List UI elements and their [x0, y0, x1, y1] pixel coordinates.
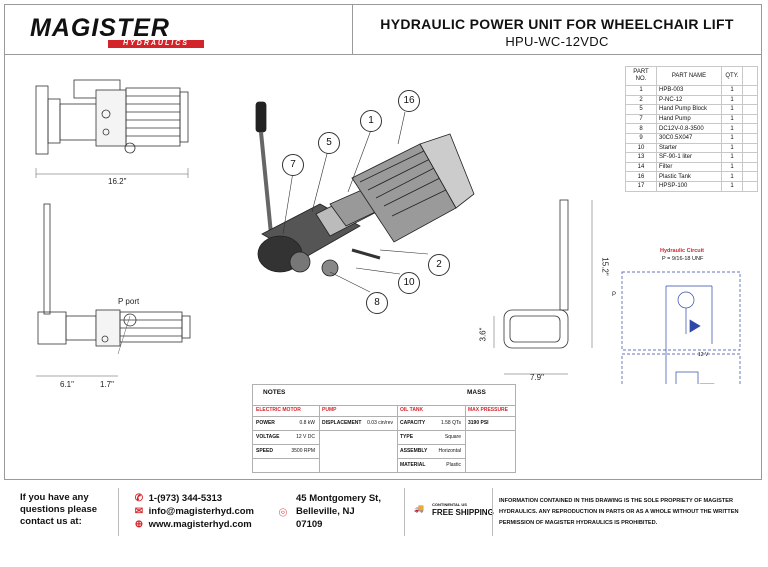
email-link[interactable]: ✉ info@magisterhyd.com [132, 505, 254, 518]
header-logo-area [4, 4, 353, 55]
dim-height: 15.2" [600, 257, 610, 276]
callout-bubble: 5 [318, 132, 340, 154]
hydraulic-circuit [621, 271, 741, 384]
footer-divider [492, 488, 493, 536]
top-view [35, 79, 189, 178]
footer-disclaimer: INFORMATION CONTAINED IN THIS DRAWING IS… [499, 498, 739, 526]
pump-header: PUMP [319, 405, 397, 417]
logo-wordmark: MAGISTER [30, 14, 170, 42]
dim-width: 6.1" [60, 380, 74, 389]
circuit-subtitle: P = 9/16-18 UNF [662, 256, 704, 262]
location-pin-icon: ⌾ [278, 504, 288, 520]
footer-question: If you have any questions please contact… [20, 492, 98, 527]
spec-notes-row: NOTES MASS [253, 385, 515, 406]
drawing-title: HYDRAULIC POWER UNIT FOR WHEELCHAIR LIFT [380, 16, 734, 32]
phone-link[interactable]: ✆ 1-(973) 344-5313 [132, 492, 254, 505]
callout-bubble: 7 [282, 154, 304, 176]
side-view [493, 199, 593, 375]
footer-divider [404, 488, 405, 536]
dim-side: 3.6" [478, 327, 488, 342]
isometric-view [255, 101, 475, 277]
callout-bubble: 16 [398, 90, 420, 112]
shipping-region: CONTINENTAL US [432, 502, 467, 507]
drawing-model: HPU-WC-12VDC [505, 34, 609, 49]
company-logo: MAGISTER HYDRAULICS [30, 14, 204, 48]
callout-leaders [282, 111, 429, 293]
pressure-header: MAX PRESSURE [465, 405, 515, 417]
dim-depth: 7.9" [530, 373, 544, 382]
footer: If you have any questions please contact… [0, 482, 768, 541]
circuit-title: Hydraulic Circuit [660, 248, 705, 254]
motor-header: ELECTRIC MOTOR [253, 405, 319, 417]
shipping-label: FREE SHIPPING [432, 508, 494, 517]
callout-bubble: 2 [428, 254, 450, 276]
footer-contacts: ✆ 1-(973) 344-5313 ✉ info@magisterhyd.co… [132, 492, 254, 551]
port-label: P port [118, 297, 140, 306]
technical-drawing [35, 79, 741, 384]
p-label: P [612, 292, 617, 298]
globe-icon: ⊕ [134, 519, 144, 530]
mass-label: MASS [467, 389, 486, 396]
phone-icon: ✆ [134, 493, 144, 504]
drawing-frame [4, 4, 762, 480]
logo-subtitle: HYDRAULICS [108, 40, 204, 48]
tank-header: OIL TANK [397, 405, 465, 417]
footer-divider [118, 488, 119, 536]
col-qty: QTY. [721, 66, 743, 86]
callout-bubble: 1 [360, 110, 382, 132]
dim-length: 16.2" [108, 177, 127, 186]
pressure-value: 3190 PSI [465, 417, 515, 431]
callout-bubble: 8 [366, 292, 388, 314]
web-link[interactable]: ⊕ www.magisterhyd.com [132, 518, 254, 531]
parts-table-header: PART NO. PART NAME QTY. [625, 66, 758, 86]
col-part-no: PART NO. [625, 66, 657, 86]
footer-address: 45 Montgomery St, Belleville, NJ 07109 [296, 493, 381, 530]
header-title-area: HYDRAULIC POWER UNIT FOR WHEELCHAIR LIFT… [352, 4, 762, 55]
truck-icon: 🚚 [414, 504, 424, 513]
part-blank [742, 180, 758, 192]
front-view [36, 203, 191, 377]
callout-bubble: 10 [398, 272, 420, 294]
mail-icon: ✉ [134, 506, 144, 517]
spec-col-pressure: MAX PRESSURE 3190 PSI [465, 405, 515, 472]
col-blank [742, 66, 758, 86]
dim-offset: 1.7" [100, 380, 114, 389]
circuit-voltage: 12 V [698, 352, 709, 358]
notes-label: NOTES [263, 389, 286, 396]
